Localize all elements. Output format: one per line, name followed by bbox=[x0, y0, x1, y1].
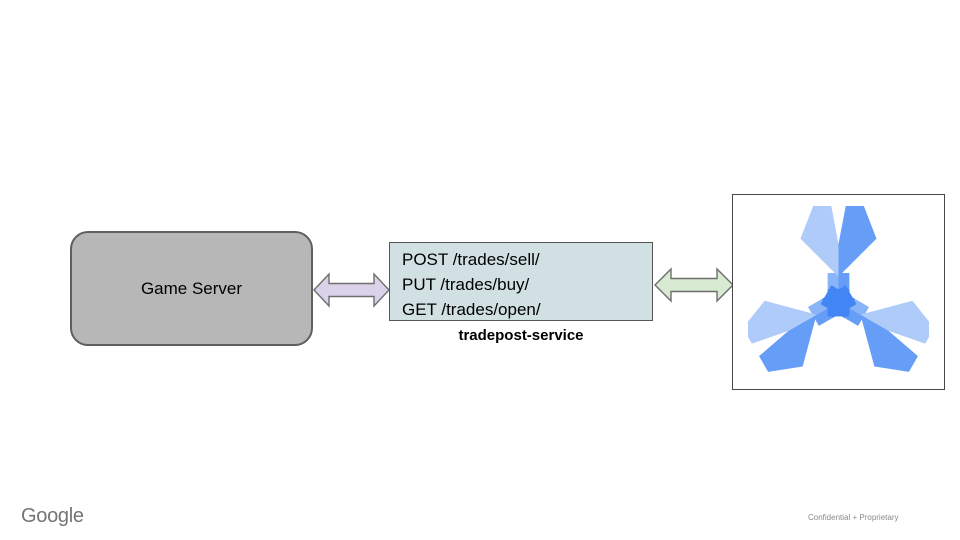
api-endpoint-line: POST /trades/sell/ bbox=[402, 250, 540, 269]
api-endpoint-line: PUT /trades/buy/ bbox=[402, 275, 530, 294]
game-server-label: Game Server bbox=[140, 278, 243, 298]
confidential-note: Confidential + Proprietary bbox=[808, 513, 899, 522]
arrow-shape bbox=[313, 272, 390, 308]
bidirectional-arrow-right-icon[interactable] bbox=[654, 267, 734, 303]
google-logo: Google bbox=[21, 505, 84, 527]
spanner-arm-bottom-right bbox=[822, 286, 929, 372]
game-server-box[interactable]: Game Server bbox=[70, 231, 313, 346]
spanner-hub bbox=[820, 285, 857, 318]
service-name-label: tradepost-service bbox=[458, 327, 584, 344]
api-endpoints-box[interactable]: POST /trades/sell/ PUT /trades/buy/ GET … bbox=[389, 242, 653, 321]
api-endpoint-line: GET /trades/open/ bbox=[402, 300, 541, 319]
spanner-container-box[interactable] bbox=[732, 194, 945, 390]
bidirectional-arrow-left-icon[interactable] bbox=[313, 272, 390, 308]
arrow-shape bbox=[654, 267, 734, 303]
spanner-arm-bottom-left bbox=[748, 286, 855, 372]
cloud-spanner-icon bbox=[748, 206, 929, 372]
